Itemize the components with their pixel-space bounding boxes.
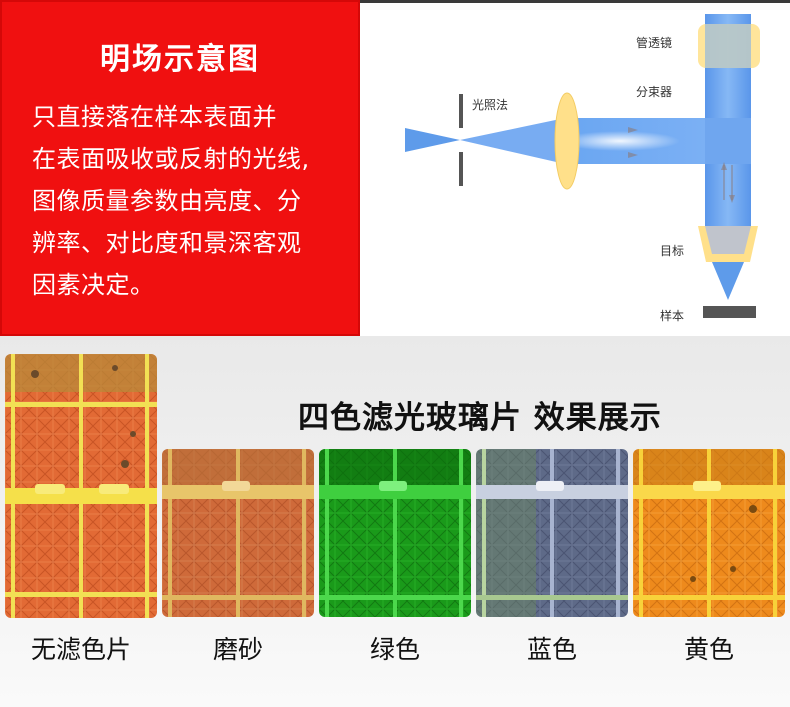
- sample-image-blue: [476, 449, 628, 617]
- objective-body: [705, 226, 751, 254]
- caption-ground-glass: 磨砂: [212, 635, 263, 664]
- caption-green: 绿色: [369, 635, 420, 664]
- objective-label: 目标: [660, 244, 685, 258]
- top-section: 明场示意图 只直接落在样本表面并 在表面吸收或反射的光线, 图像质量参数由亮度、…: [0, 0, 790, 336]
- filter-title: 四色滤光玻璃片 效果展示: [298, 400, 662, 436]
- aperture-bottom: [459, 152, 463, 186]
- tube-lens-label: 管透镜: [636, 36, 673, 50]
- caption-blue: 蓝色: [526, 635, 577, 664]
- light-source-cone: [405, 128, 460, 152]
- sample-image-no-filter: [5, 354, 157, 618]
- arrow-up-icon: [721, 162, 727, 170]
- beam-splitter-label: 分束器: [636, 85, 673, 99]
- caption-yellow: 黄色: [683, 635, 734, 664]
- illumination-beam: [460, 118, 565, 164]
- microchip-image: [633, 449, 785, 617]
- brightfield-title: 明场示意图: [100, 42, 260, 77]
- brightfield-description: 只直接落在样本表面并 在表面吸收或反射的光线, 图像质量参数由亮度、分 辨率、对…: [32, 96, 342, 306]
- description-line: 因素决定。: [32, 271, 155, 299]
- filter-comparison-section: 四色滤光玻璃片 效果展示: [0, 336, 790, 707]
- focus-cone: [712, 262, 744, 300]
- arrow-right-icon: [628, 127, 638, 133]
- condenser-lens: [554, 92, 580, 190]
- sample-image-green: [319, 449, 471, 617]
- caption-no-filter: 无滤色片: [30, 635, 131, 664]
- description-line: 在表面吸收或反射的光线,: [32, 145, 310, 173]
- description-line: 图像质量参数由亮度、分: [32, 187, 302, 215]
- optical-path-svg: [405, 14, 760, 318]
- microchip-image: [5, 354, 157, 618]
- optical-path-diagram: 管透镜 分束器 光照法 目标 样本: [360, 0, 790, 336]
- tube-lens-overlay: [705, 24, 751, 68]
- arrow-right-icon: [628, 152, 638, 158]
- microchip-image: [319, 449, 471, 617]
- brightfield-info-panel: 明场示意图 只直接落在样本表面并 在表面吸收或反射的光线, 图像质量参数由亮度、…: [0, 0, 360, 336]
- description-line: 只直接落在样本表面并: [32, 103, 277, 131]
- description-line: 辨率、对比度和景深客观: [32, 229, 302, 257]
- microchip-image: [162, 449, 314, 617]
- sample-image-ground-glass: [162, 449, 314, 617]
- arrow-down-icon: [729, 195, 735, 203]
- beam-splitter: [705, 118, 751, 164]
- beam-glow: [560, 131, 680, 151]
- sample-image-yellow: [633, 449, 785, 617]
- aperture-top: [459, 94, 463, 128]
- microchip-image: [476, 449, 628, 617]
- sample-label: 样本: [660, 309, 685, 323]
- sample-stage: [703, 306, 756, 318]
- illumination-label: 光照法: [472, 98, 509, 112]
